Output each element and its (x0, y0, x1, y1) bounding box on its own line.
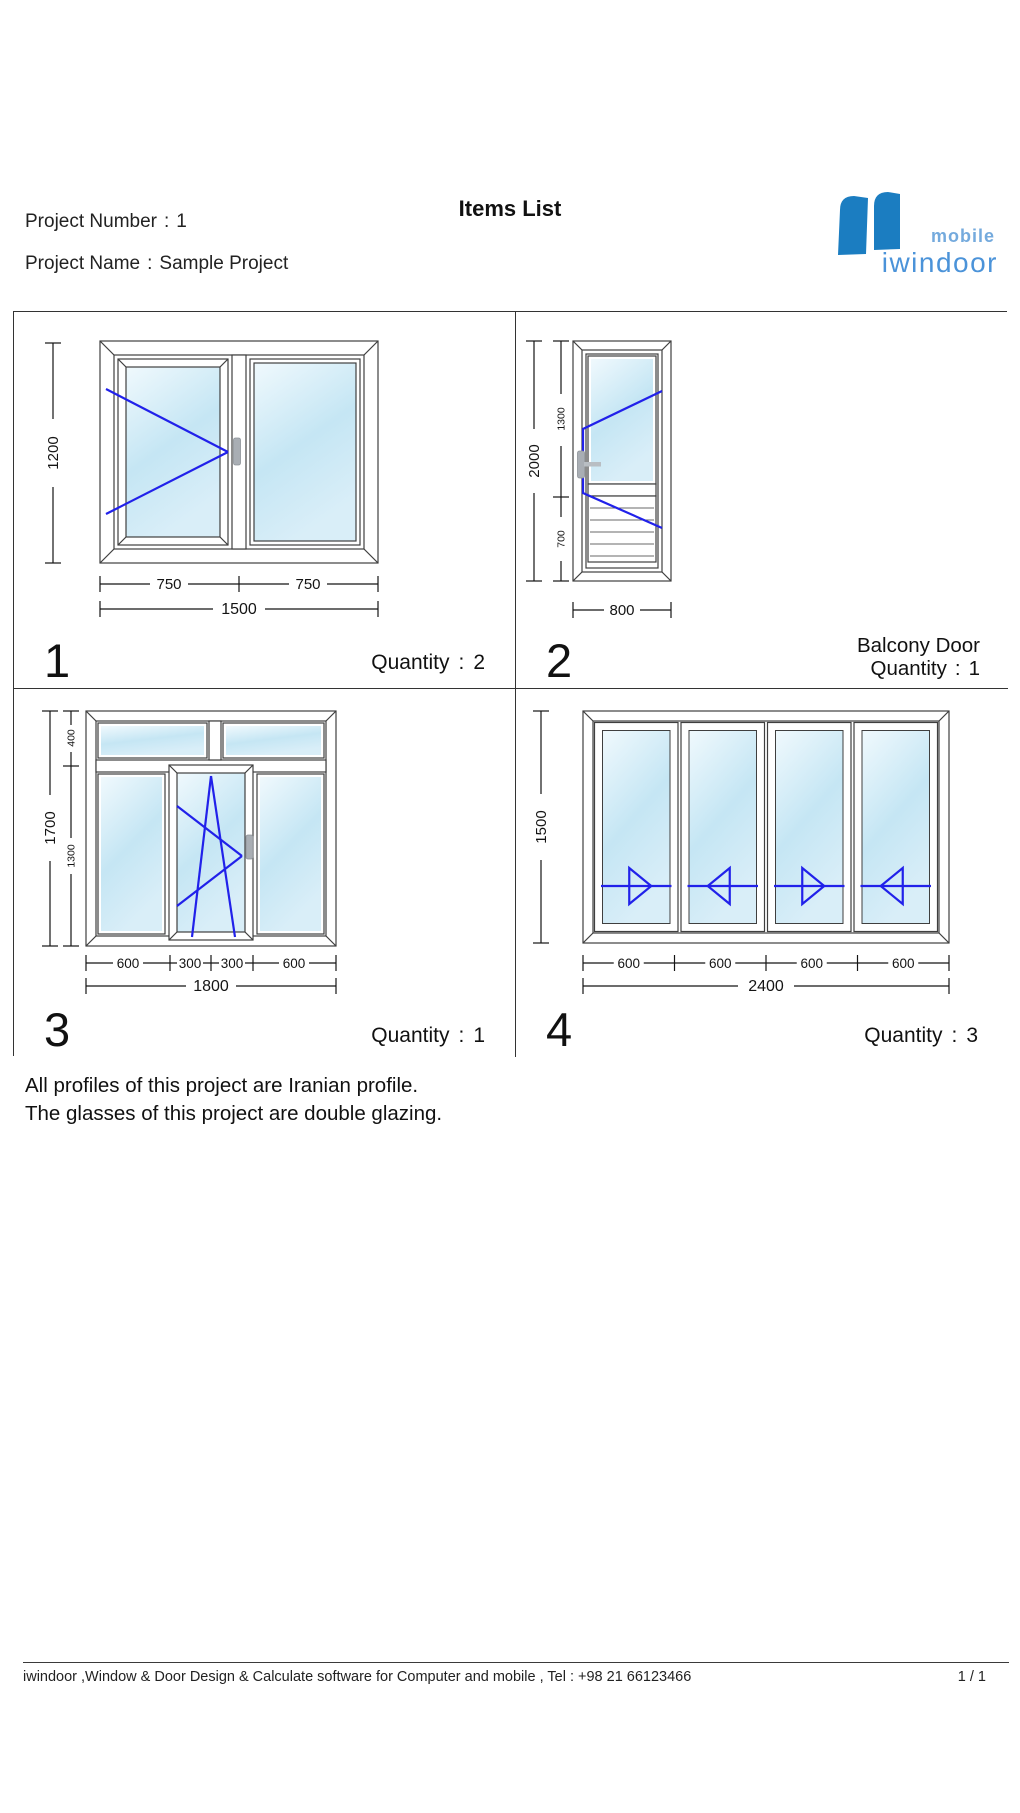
dim-width-total: 1500 (221, 601, 257, 618)
dim-width-total: 1800 (193, 978, 229, 995)
item-name: Balcony Door (856, 634, 980, 657)
dim-width-part: 600 (709, 956, 732, 971)
dim-width-part: 600 (617, 956, 640, 971)
dim-height-part: 1300 (556, 407, 568, 431)
item-cell-2: 2000 1300 700 800 2 Balcony Door Quantit… (516, 312, 1008, 689)
dim-width-part: 600 (283, 956, 306, 971)
logo-mobile-text: mobile (930, 226, 995, 246)
project-number-value: 1 (176, 211, 187, 232)
logo-brand-text: iwindoor (881, 247, 998, 278)
dim-width-part: 300 (221, 956, 244, 971)
item-2-drawing: 2000 1300 700 800 (525, 340, 672, 619)
footer-text: iwindoor ,Window & Door Design & Calcula… (23, 1669, 692, 1685)
dim-height-part: 1300 (66, 844, 78, 868)
project-name-line: Project Name: Sample Project (25, 253, 288, 275)
project-name-value: Sample Project (159, 253, 289, 274)
dim-height: 1500 (533, 810, 550, 843)
note-glazing: The glasses of this project are double g… (25, 1102, 443, 1125)
footer-divider (23, 1662, 1009, 1663)
page-indicator: 1 / 1 (957, 1669, 986, 1685)
item-quantity: Quantity:1 (371, 1024, 485, 1047)
item-number: 2 (546, 634, 573, 687)
iwindoor-logo-icon (838, 192, 900, 255)
item-quantity: Quantity:2 (371, 651, 485, 674)
note-profiles: All profiles of this project are Iranian… (25, 1074, 419, 1097)
item-cell-1: 1200 750 750 1500 1 Quantity:2 (14, 312, 516, 689)
project-name-label: Project Name (25, 253, 141, 274)
item-quantity: Quantity:1 (870, 656, 980, 680)
dim-width-part: 600 (800, 956, 823, 971)
dim-height: 1700 (42, 811, 59, 844)
project-number-label: Project Number (25, 211, 157, 232)
project-notes: All profiles of this project are Iranian… (25, 1072, 442, 1128)
project-number-line: Project Number:1 (25, 211, 187, 233)
dim-height: 1200 (45, 436, 62, 469)
handle-icon (245, 834, 254, 860)
handle-icon (233, 437, 241, 466)
item-number: 1 (44, 634, 71, 687)
item-number: 3 (44, 1003, 71, 1056)
item-cell-3: 1700 400 1300 600 300 300 600 (14, 689, 516, 1057)
colon: : (147, 253, 153, 274)
item-3-drawing: 1700 400 1300 600 300 300 600 (41, 710, 337, 995)
handle-icon (577, 450, 585, 479)
item-number: 4 (546, 1003, 573, 1056)
dim-width-part: 300 (179, 956, 202, 971)
items-grid: 1200 750 750 1500 1 Quantity:2 (13, 311, 1008, 1057)
dim-width-total: 800 (609, 602, 634, 619)
dim-width-part: 750 (295, 576, 320, 593)
dim-width-part: 600 (117, 956, 140, 971)
dim-height-part: 700 (556, 530, 568, 548)
item-4-drawing: 1500 600 600 600 600 2400 (532, 710, 950, 995)
item-quantity: Quantity:3 (864, 1024, 978, 1047)
page-title: Items List (458, 196, 562, 221)
item-cell-4: 1500 600 600 600 600 2400 4 Quant (516, 689, 1008, 1057)
dim-height-part: 400 (66, 729, 78, 747)
item-1-drawing: 1200 750 750 1500 (44, 340, 379, 618)
colon: : (164, 211, 170, 232)
dim-width-part: 750 (156, 576, 181, 593)
dim-height: 2000 (526, 444, 543, 477)
item-caption: Balcony Door Quantity:1 (856, 634, 980, 680)
dim-width-part: 600 (892, 956, 915, 971)
dim-width-total: 2400 (748, 978, 784, 995)
